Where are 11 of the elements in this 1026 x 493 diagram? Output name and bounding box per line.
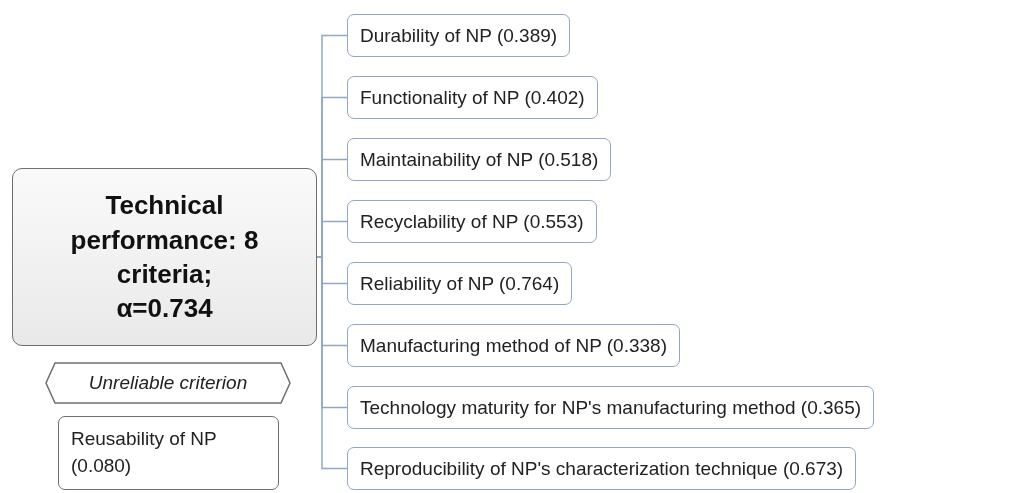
criterion-box: Durability of NP (0.389)	[347, 14, 571, 57]
criterion-box: Manufacturing method of NP (0.338)	[347, 324, 680, 367]
criterion-box: Reliability of NP (0.764)	[347, 262, 573, 305]
criterion-box: Reproducibility of NP's characterization technique (0.673)	[347, 447, 857, 490]
criterion-box: Functionality of NP (0.402)	[347, 76, 598, 119]
topic-box: Technical performance: 8 criteria; α=0.734	[12, 168, 317, 346]
criterion-box: Recyclability of NP (0.553)	[347, 200, 597, 243]
criterion-box: Maintainability of NP (0.518)	[347, 138, 612, 181]
criterion-box: Technology maturity for NP's manufacturing method (0.365)	[347, 386, 875, 429]
criterion-box: Reusability of NP (0.080)	[58, 416, 279, 490]
criterion-label: Unreliable criterion	[88, 372, 248, 394]
